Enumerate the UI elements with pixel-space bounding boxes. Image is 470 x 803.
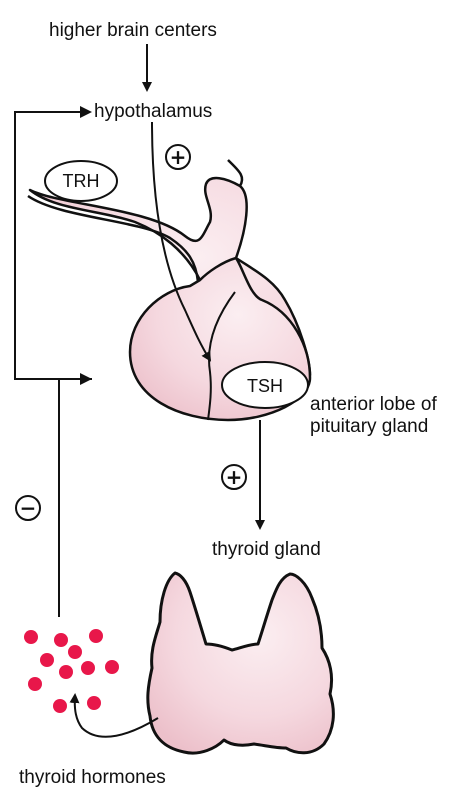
hormone-dot xyxy=(28,677,42,691)
minus-icon: − xyxy=(20,496,37,520)
hormone-dot xyxy=(59,665,73,679)
hormone-dot xyxy=(87,696,101,710)
label-higher-brain-centers: higher brain centers xyxy=(49,20,217,42)
thyroid-hormone-dots xyxy=(24,629,119,713)
tsh-text: TSH xyxy=(247,376,283,396)
hormone-dot xyxy=(54,633,68,647)
hormone-dot xyxy=(53,699,67,713)
label-anterior-lobe: anterior lobe of pituitary gland xyxy=(310,394,470,438)
plus-icon-pituitary: + xyxy=(226,465,243,489)
hormone-dot xyxy=(24,630,38,644)
arrowhead-into-pituitary xyxy=(80,373,92,385)
label-hypothalamus: hypothalamus xyxy=(94,101,212,123)
plus-icon-hypothalamus: + xyxy=(170,145,187,169)
feedback-loop-line xyxy=(15,112,92,379)
hormone-dot xyxy=(40,653,54,667)
label-thyroid-gland: thyroid gland xyxy=(212,539,321,561)
label-thyroid-hormones: thyroid hormones xyxy=(19,767,166,789)
hormone-dot xyxy=(68,645,82,659)
hormone-dot xyxy=(81,661,95,675)
hormone-dot xyxy=(89,629,103,643)
thyroid-gland-shape xyxy=(148,573,334,753)
hormone-dot xyxy=(105,660,119,674)
trh-text: TRH xyxy=(63,171,100,191)
arrowhead-into-hypothalamus xyxy=(80,106,92,118)
